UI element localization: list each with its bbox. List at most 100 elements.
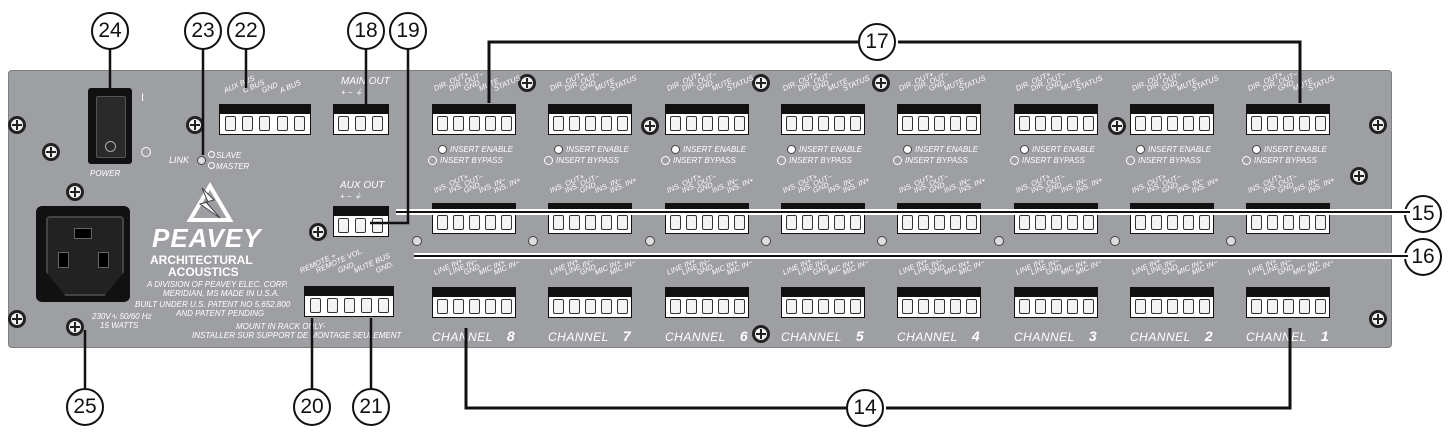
- screw-icon: [1108, 117, 1126, 135]
- insert-bypass-led-icon: [661, 156, 670, 165]
- insert-enable-label: INSERT ENABLE: [1148, 145, 1211, 154]
- insert-bypass-led-icon: [893, 156, 902, 165]
- insert-bypass-led-icon: [1126, 156, 1135, 165]
- ground-post-icon: [1226, 236, 1236, 246]
- insert-terminal[interactable]: [1246, 203, 1330, 234]
- insert-enable-led-icon: [438, 145, 447, 154]
- direct-out-terminal[interactable]: [1246, 104, 1330, 135]
- direct-out-terminal[interactable]: [665, 104, 749, 135]
- insert-bypass-label: INSERT BYPASS: [1254, 156, 1317, 165]
- brand-division: A DIVISION OF PEAVEY ELEC. CORP.: [147, 280, 289, 289]
- link-led-icon: [197, 156, 206, 165]
- channel-number: 3: [1088, 328, 1098, 344]
- insert-bypass-led-icon: [777, 156, 786, 165]
- brand-address: MERIDIAN, MS MADE IN U.S.A.: [163, 289, 280, 298]
- power-switch[interactable]: [88, 88, 132, 164]
- main-out-title: MAIN OUT: [341, 76, 390, 87]
- direct-out-terminal[interactable]: [1130, 104, 1214, 135]
- direct-out-terminal[interactable]: [548, 104, 632, 135]
- insert-enable-led-icon: [1136, 145, 1145, 154]
- insert-bypass-label: INSERT BYPASS: [789, 156, 852, 165]
- insert-bypass-label: INSERT BYPASS: [905, 156, 968, 165]
- input-terminal[interactable]: [897, 287, 981, 318]
- screw-icon: [641, 117, 659, 135]
- power-rating-voltage: 230V∿ 50/60 Hz: [92, 312, 152, 321]
- insert-enable-led-icon: [1020, 145, 1029, 154]
- link-master-label: MASTER: [216, 162, 250, 171]
- insert-terminal[interactable]: [1014, 203, 1098, 234]
- input-terminal[interactable]: [548, 287, 632, 318]
- callout-18: 18: [347, 12, 385, 50]
- aux-bus-terminal[interactable]: [219, 104, 311, 135]
- screw-icon: [66, 318, 84, 336]
- screw-icon: [518, 74, 536, 92]
- insert-enable-led-icon: [671, 145, 680, 154]
- insert-enable-label: INSERT ENABLE: [1032, 145, 1095, 154]
- aux-out-terminal[interactable]: [333, 206, 389, 237]
- mount-note-line1: MOUNT IN RACK ONLY-: [236, 322, 326, 331]
- screw-icon: [66, 183, 84, 201]
- callout-20: 20: [293, 388, 331, 426]
- ground-post-icon: [877, 236, 887, 246]
- insert-terminal[interactable]: [548, 203, 632, 234]
- insert-enable-label: INSERT ENABLE: [566, 145, 629, 154]
- insert-terminal[interactable]: [665, 203, 749, 234]
- screw-icon: [872, 74, 890, 92]
- remote-terminal[interactable]: [304, 286, 394, 317]
- input-terminal[interactable]: [781, 287, 865, 318]
- channel-number: 2: [1204, 328, 1214, 344]
- mount-note-line2: INSTALLER SUR SUPPORT DE MONTAGE SEULEME…: [192, 331, 402, 340]
- callout-22: 22: [227, 12, 265, 50]
- insert-bypass-led-icon: [1010, 156, 1019, 165]
- callout-14: 14: [846, 389, 884, 427]
- ground-post-icon: [761, 236, 771, 246]
- insert-bypass-label: INSERT BYPASS: [673, 156, 736, 165]
- direct-out-terminal[interactable]: [1014, 104, 1098, 135]
- insert-bypass-label: INSERT BYPASS: [1138, 156, 1201, 165]
- insert-terminal[interactable]: [432, 203, 516, 234]
- channel-number: 6: [739, 328, 749, 344]
- direct-out-terminal[interactable]: [781, 104, 865, 135]
- callout-25: 25: [66, 388, 104, 426]
- power-rating-watts: 15 WATTS: [100, 321, 139, 330]
- ac-power-inlet[interactable]: [36, 206, 130, 302]
- insert-enable-led-icon: [1252, 145, 1261, 154]
- power-on-mark: I: [141, 92, 145, 104]
- callout-16: 16: [1404, 238, 1442, 276]
- ground-post-icon: [412, 236, 422, 246]
- rack-screw-icon: [8, 310, 26, 328]
- master-led-icon: [208, 162, 215, 169]
- screw-icon: [186, 116, 204, 134]
- insert-terminal[interactable]: [1130, 203, 1214, 234]
- callout-23: 23: [184, 12, 222, 50]
- callout-24: 24: [91, 12, 129, 50]
- input-terminal[interactable]: [1246, 287, 1330, 318]
- input-terminal[interactable]: [1014, 287, 1098, 318]
- direct-out-terminal[interactable]: [897, 104, 981, 135]
- screw-icon: [1350, 167, 1368, 185]
- insert-enable-label: INSERT ENABLE: [1264, 145, 1327, 154]
- input-terminal[interactable]: [432, 287, 516, 318]
- main-out-terminal[interactable]: [333, 104, 389, 135]
- brand-logo: PEAVEY: [152, 223, 262, 253]
- channel-number: 5: [855, 328, 865, 344]
- insert-terminal[interactable]: [781, 203, 865, 234]
- callout-21: 21: [352, 388, 390, 426]
- insert-bypass-label: INSERT BYPASS: [556, 156, 619, 165]
- channel-number: 8: [506, 328, 516, 344]
- insert-terminal[interactable]: [897, 203, 981, 234]
- ground-post-icon: [528, 236, 538, 246]
- input-terminal[interactable]: [665, 287, 749, 318]
- screw-icon: [752, 325, 770, 343]
- insert-enable-led-icon: [903, 145, 912, 154]
- input-terminal[interactable]: [1130, 287, 1214, 318]
- direct-out-terminal[interactable]: [432, 104, 516, 135]
- aux-out-pins: + − ⏚: [340, 192, 362, 201]
- brand-patent1: BUILT UNDER U.S. PATENT NO 5,652,800: [135, 300, 291, 309]
- link-slave-label: SLAVE: [216, 151, 242, 160]
